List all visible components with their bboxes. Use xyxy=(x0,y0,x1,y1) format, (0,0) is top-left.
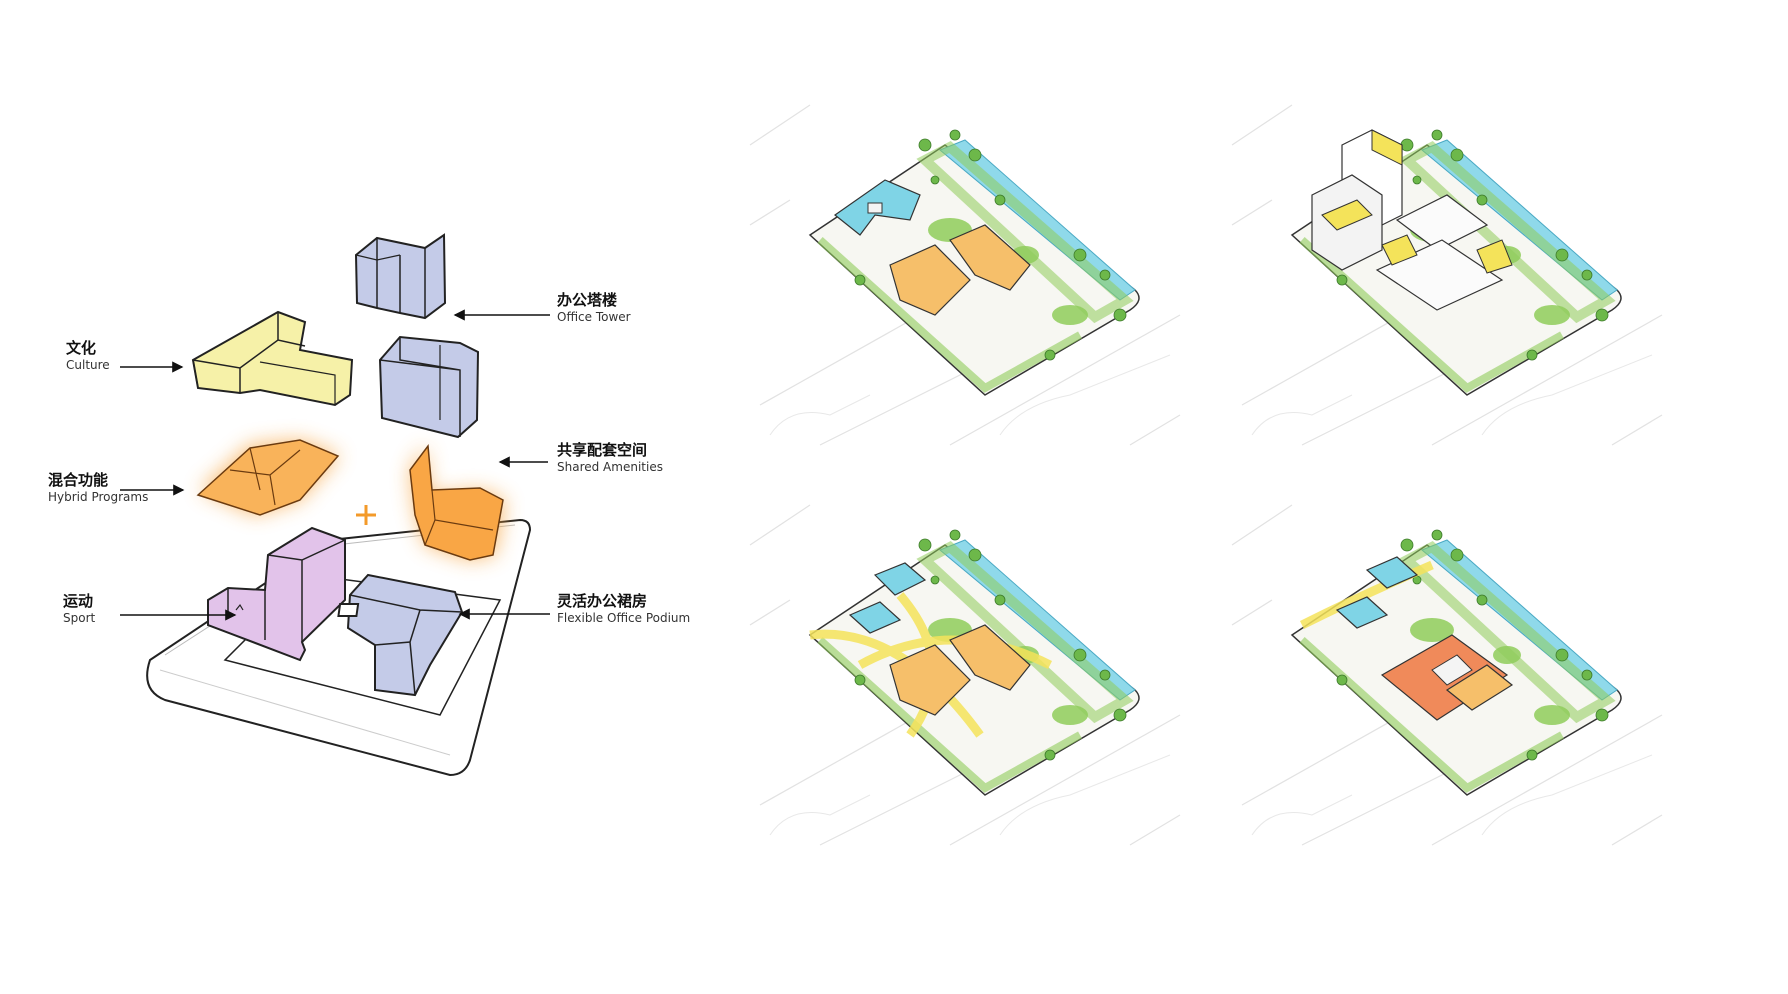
exploded-axonometric xyxy=(120,235,550,775)
site-plan-3 xyxy=(750,505,1180,845)
label-office-tower: 办公塔楼 Office Tower xyxy=(557,292,631,325)
label-sport-zh: 运动 xyxy=(63,593,95,610)
site-plan-1 xyxy=(750,105,1180,445)
hybrid-programs-block xyxy=(198,440,340,515)
site-plan-4 xyxy=(1232,505,1662,845)
office-tower-block xyxy=(356,235,445,318)
label-sport: 运动 Sport xyxy=(63,593,95,626)
plus-icon xyxy=(356,505,376,525)
shared-amenities-block xyxy=(410,445,505,560)
label-culture: 文化 Culture xyxy=(66,340,110,373)
label-culture-zh: 文化 xyxy=(66,340,110,357)
label-hybrid-programs-en: Hybrid Programs xyxy=(48,491,148,505)
site-plan-panels xyxy=(750,105,1662,845)
label-shared-amenities-en: Shared Amenities xyxy=(557,461,663,475)
label-culture-en: Culture xyxy=(66,359,110,373)
label-shared-amenities: 共享配套空间 Shared Amenities xyxy=(557,442,663,475)
label-hybrid-programs: 混合功能 Hybrid Programs xyxy=(48,472,148,505)
label-flexible-office-podium-en: Flexible Office Podium xyxy=(557,612,690,626)
label-office-tower-en: Office Tower xyxy=(557,311,631,325)
label-flexible-office-podium-zh: 灵活办公裙房 xyxy=(557,593,690,610)
label-office-tower-zh: 办公塔楼 xyxy=(557,292,631,309)
culture-block xyxy=(193,312,352,405)
label-shared-amenities-zh: 共享配套空间 xyxy=(557,442,663,459)
label-sport-en: Sport xyxy=(63,612,95,626)
label-flexible-office-podium: 灵活办公裙房 Flexible Office Podium xyxy=(557,593,690,626)
site-plan-2 xyxy=(1232,105,1662,445)
label-hybrid-programs-zh: 混合功能 xyxy=(48,472,148,489)
office-tower-block-2 xyxy=(380,337,478,437)
